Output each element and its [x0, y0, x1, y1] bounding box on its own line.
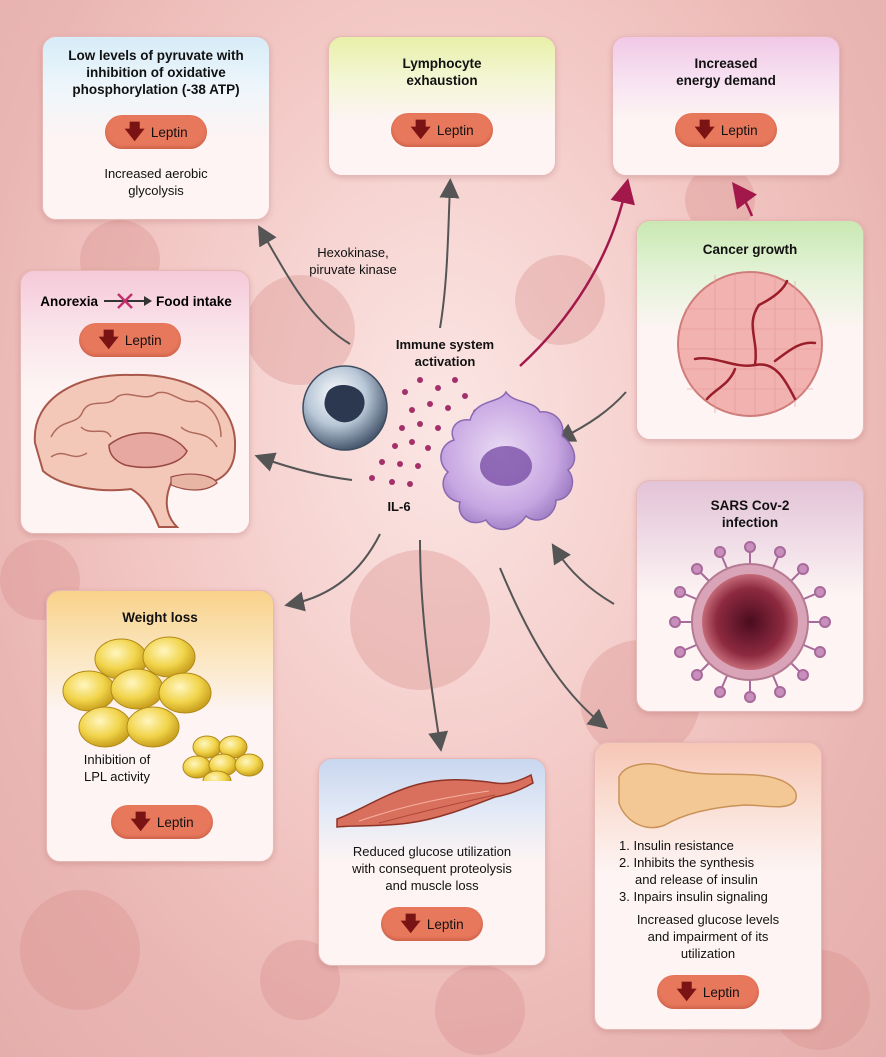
down-arrow-icon: 🡇 [130, 811, 151, 833]
virus-icon [669, 541, 831, 703]
leptin-pill-pyruvate: 🡇 Leptin [105, 115, 207, 149]
down-arrow-icon: 🡇 [694, 119, 715, 141]
enzymes-label: Hexokinase, piruvate kinase [309, 245, 397, 277]
arrow-from-sars [551, 543, 615, 605]
leptin-label: Leptin [436, 122, 474, 138]
macrophage-cell-icon [440, 390, 576, 530]
list-item: 2. Inhibits the synthesis [619, 855, 755, 870]
anorexia-box: Anorexia Food intake 🡇 Leptin [20, 270, 250, 534]
fat-cells-icon [62, 636, 264, 781]
muscle-body: Reduced glucose utilization with consequ… [352, 844, 512, 893]
energy-title: Increased energy demand [676, 56, 776, 88]
leptin-label: Leptin [150, 124, 188, 140]
brain-icon [33, 373, 237, 528]
pyruvate-title: Low levels of pyruvate with inhibition o… [68, 48, 244, 97]
list-item: 1. Insulin resistance [619, 838, 734, 853]
list-item: 3. Inpairs insulin signaling [619, 889, 768, 904]
arrow-to-pancreas [499, 567, 609, 730]
lymphocyte-title: Lymphocyte exhaustion [402, 56, 482, 88]
lymphocyte-box: Lymphocyte exhaustion 🡇 Leptin [328, 36, 556, 176]
down-arrow-icon: 🡇 [400, 913, 421, 935]
arrow-to-muscle [419, 539, 449, 752]
immune-activation-title: Immune system activation [395, 337, 495, 369]
leptin-pill-anorexia: 🡇 Leptin [79, 323, 181, 357]
leptin-label: Leptin [720, 122, 758, 138]
weight-loss-title: Weight loss [122, 610, 198, 625]
leptin-pill-lymphocyte: 🡇 Leptin [391, 113, 493, 147]
arrow-from-cancer [554, 391, 627, 442]
energy-demand-box: Increased energy demand 🡇 Leptin [612, 36, 840, 176]
weight-loss-box: Weight loss Inhibition of LPL activity 🡇… [46, 590, 274, 862]
cancer-box: Cancer growth [636, 220, 864, 440]
sars-title: SARS Cov-2 infection [710, 498, 790, 530]
weight-loss-body: Inhibition of LPL activity [83, 752, 151, 784]
muscle-box: Reduced glucose utilization with consequ… [318, 758, 546, 966]
arrow-to-energy [519, 178, 635, 367]
cancer-title: Cancer growth [702, 242, 798, 257]
leptin-label: Leptin [124, 332, 162, 348]
leptin-label: Leptin [426, 916, 464, 932]
leptin-label: Leptin [702, 984, 740, 1000]
pancreas-box: 1. Insulin resistance 2. Inhibits the sy… [594, 742, 822, 1030]
leptin-pill-weight: 🡇 Leptin [111, 805, 213, 839]
food-intake-label: Food intake [156, 293, 232, 309]
pancreas-list: 1. Insulin resistance 2. Inhibits the sy… [619, 837, 819, 905]
muscle-icon [336, 773, 534, 828]
leptin-pill-pancreas: 🡇 Leptin [657, 975, 759, 1009]
lymphocyte-cell-icon [302, 365, 388, 451]
down-arrow-icon: 🡇 [676, 981, 697, 1003]
arrow-to-lymphocyte [439, 178, 460, 329]
leptin-label: Leptin [156, 814, 194, 830]
pyruvate-box: Low levels of pyruvate with inhibition o… [42, 36, 270, 220]
tumor-tissue-icon [677, 271, 823, 417]
arrow-cancer-to-energy [732, 181, 757, 217]
sars-box: SARS Cov-2 infection [636, 480, 864, 712]
il6-label: IL-6 [387, 499, 411, 514]
arrow-to-weight [284, 533, 381, 612]
anorexia-label: Anorexia [40, 293, 98, 309]
leptin-pill-muscle: 🡇 Leptin [381, 907, 483, 941]
arrow-to-anorexia [254, 452, 353, 481]
list-item: and release of insulin [635, 872, 758, 887]
pancreas-body: Increased glucose levels and impairment … [636, 912, 780, 961]
blocked-arrow-icon [104, 293, 152, 309]
down-arrow-icon: 🡇 [410, 119, 431, 141]
down-arrow-icon: 🡇 [98, 329, 119, 351]
anorexia-heading: Anorexia Food intake [29, 291, 243, 311]
arrow-to-pyruvate [257, 225, 351, 345]
pyruvate-body: Increased aerobic glycolysis [104, 166, 208, 198]
pancreas-icon [618, 763, 797, 829]
down-arrow-icon: 🡇 [124, 121, 145, 143]
leptin-pill-energy: 🡇 Leptin [675, 113, 777, 147]
